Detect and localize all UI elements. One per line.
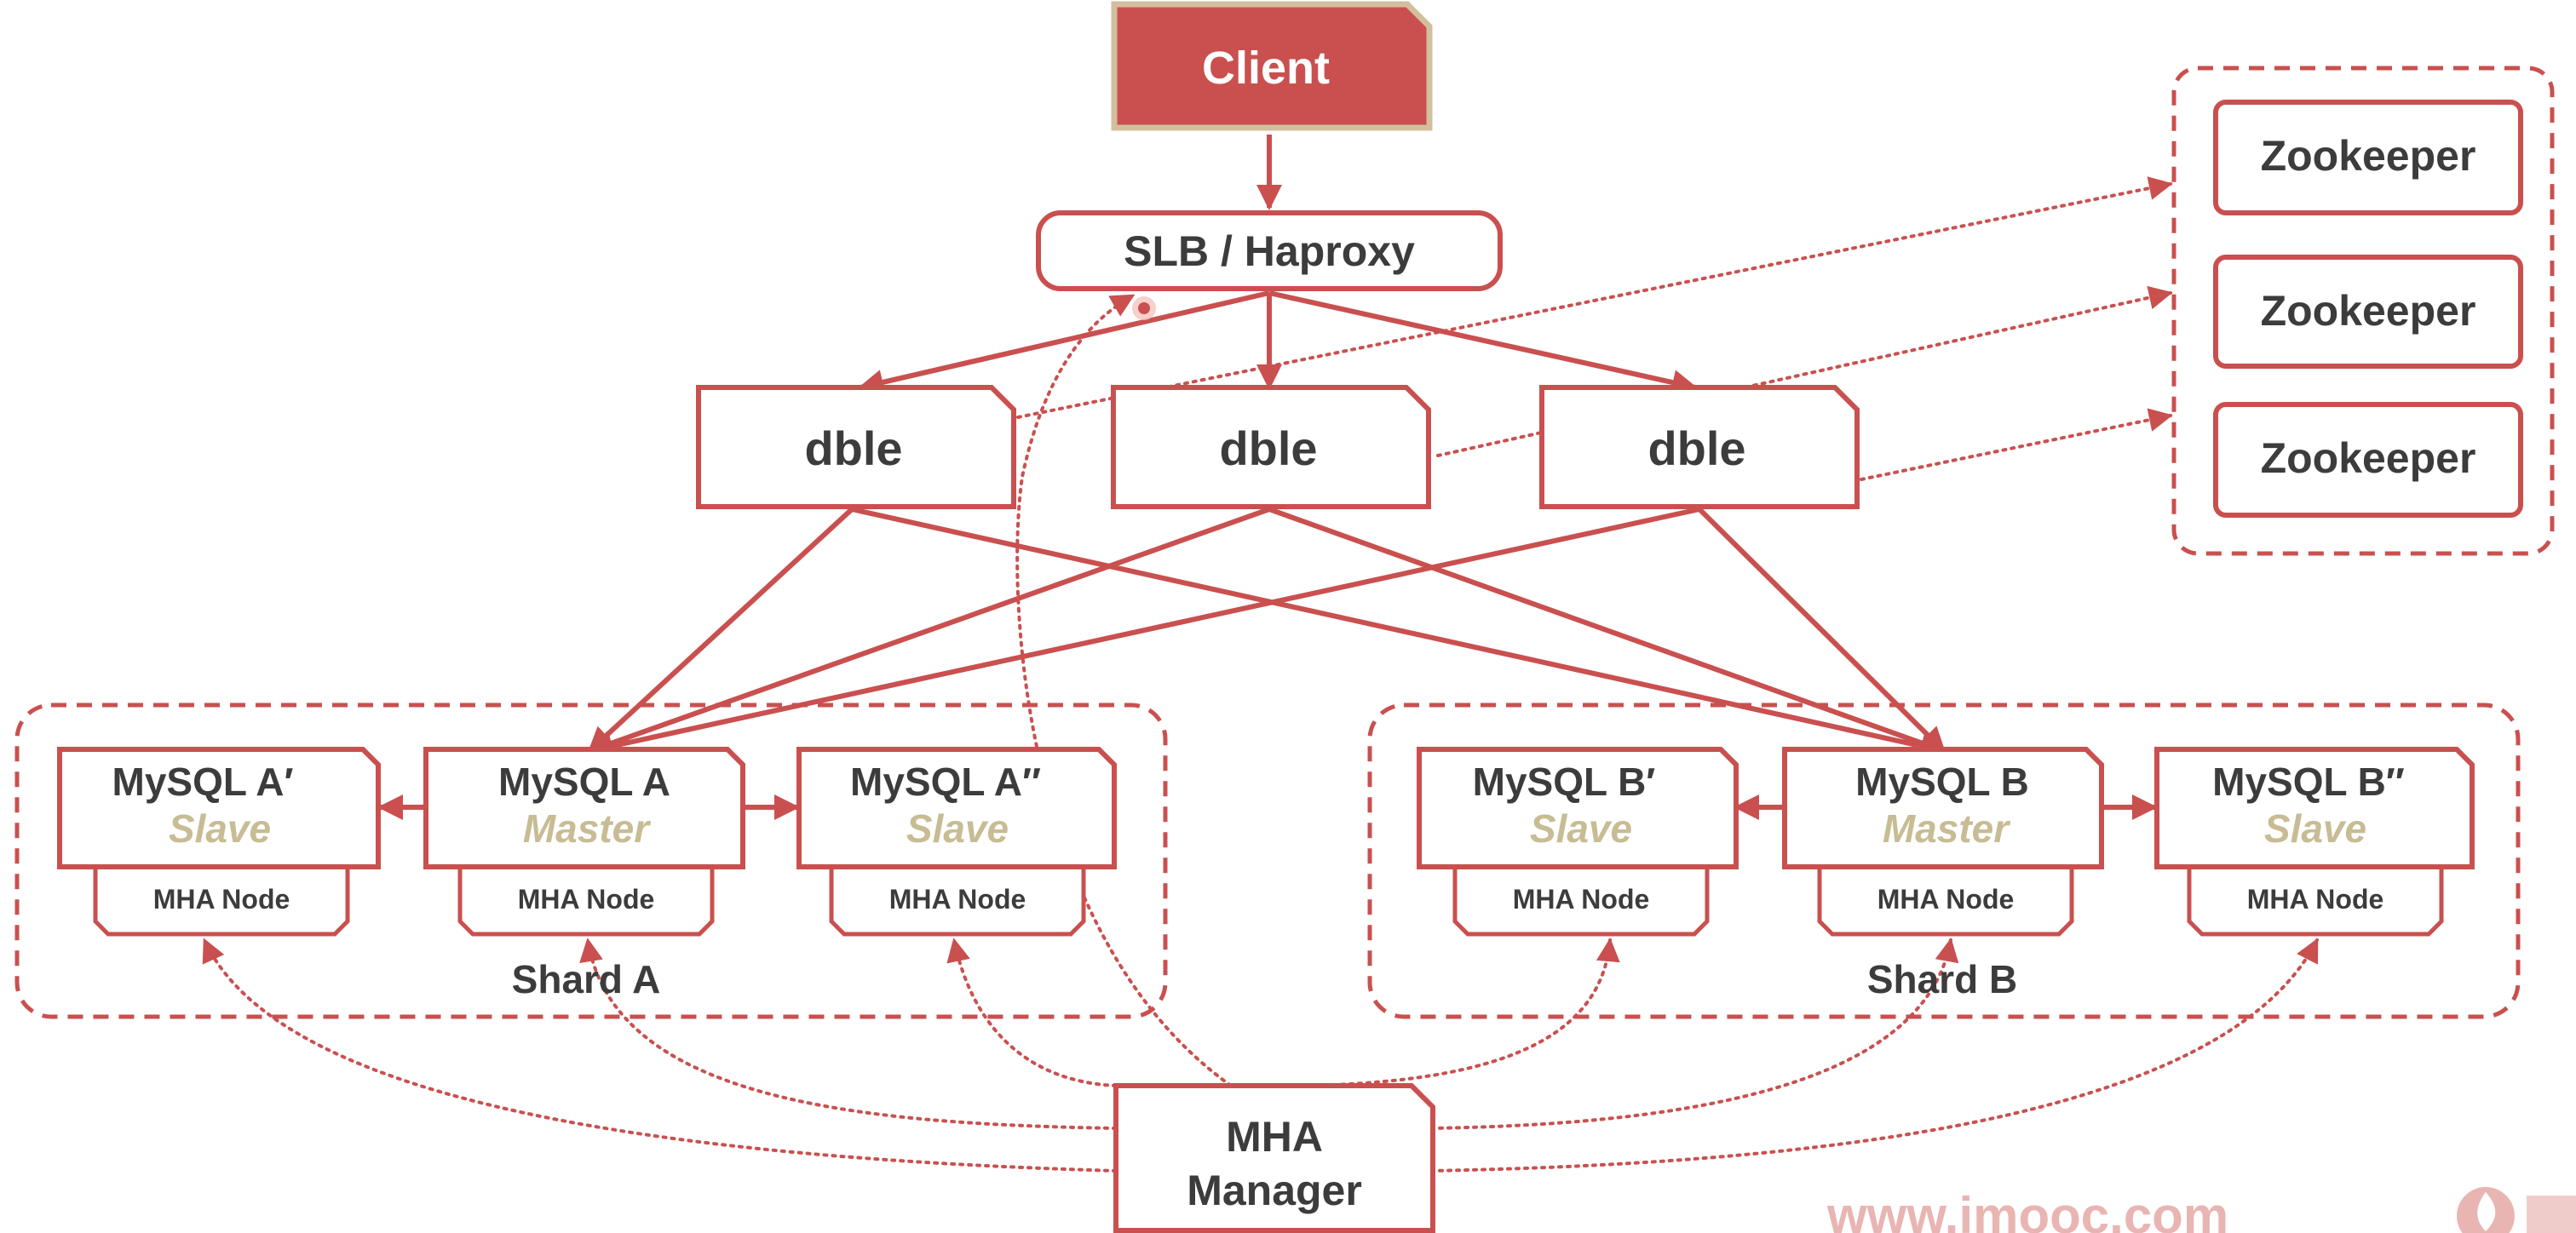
shard-label: Shard B (1867, 957, 2017, 1001)
mysql-slave-node: MHA Node MySQL B″ Slave (2154, 747, 2475, 937)
mha-manager-label-line2: Manager (1187, 1167, 1362, 1214)
mysql-slave-node: MHA Node MySQL A″ Slave (796, 747, 1117, 937)
mysql-node-name: MySQL A (498, 760, 670, 804)
mysql-node-role: Slave (906, 806, 1009, 851)
client-node: Client (1111, 1, 1433, 131)
mha-node-label: MHA Node (2247, 884, 2384, 915)
watermark-logo-icon (2457, 1187, 2576, 1233)
mha-node-label: MHA Node (1513, 884, 1650, 915)
mysql-node-role: Slave (1530, 806, 1632, 851)
zookeeper-label: Zookeeper (2261, 132, 2476, 180)
mysql-node-role: Slave (2264, 806, 2366, 851)
shard-a-group: MHA Node MySQL A′ Slave MHA Node MySQL A… (14, 703, 1168, 1019)
mysql-node-name: MySQL B′ (1473, 760, 1656, 804)
mysql-node-name: MySQL B″ (2212, 760, 2405, 804)
mysql-node-name: MySQL B (1855, 760, 2029, 804)
mha-manager-label-line1: MHA (1226, 1113, 1323, 1161)
zookeeper-node: Zookeeper (2213, 255, 2523, 369)
shard-label: Shard A (512, 957, 661, 1001)
lb-to-dble-1-arrow (858, 290, 1270, 395)
mysql-node-role: Slave (169, 806, 271, 851)
dble-to-zookeeper-links (1016, 176, 2173, 481)
client-label: Client (1202, 43, 1330, 94)
zookeeper-node: Zookeeper (2213, 402, 2523, 518)
dble-node: dble (1111, 385, 1431, 509)
load-balancer-label: SLB / Haproxy (1124, 227, 1415, 275)
mysql-node-name: MySQL A′ (112, 760, 294, 804)
dble-node: dble (696, 385, 1016, 509)
mha-manager-links (202, 294, 2319, 1173)
dble-to-master-links (587, 507, 1946, 759)
zookeeper-label: Zookeeper (2261, 434, 2476, 482)
mysql-slave-node: MHA Node MySQL A′ Slave (57, 747, 381, 937)
mysql-master-node: MHA Node MySQL A Master (423, 747, 745, 937)
dble-label: dble (1219, 422, 1317, 475)
lb-to-dble-3-arrow (1268, 290, 1698, 395)
shard-b-group: MHA Node MySQL B′ Slave MHA Node MySQL B… (1367, 703, 2521, 1019)
dble-label: dble (1647, 422, 1745, 475)
mysql-node-role: Master (523, 806, 651, 851)
mha-node-label: MHA Node (153, 884, 290, 915)
mha-node-label: MHA Node (889, 884, 1026, 915)
mha-node-label: MHA Node (518, 884, 655, 915)
mysql-slave-node: MHA Node MySQL B′ Slave (1417, 747, 1739, 937)
mha-node-label: MHA Node (1877, 884, 2015, 915)
mysql-master-node: MHA Node MySQL B Master (1782, 747, 2104, 937)
dble-label: dble (804, 422, 902, 475)
zookeeper-cluster-boundary (2171, 66, 2555, 556)
dble-node: dble (1539, 385, 1860, 509)
load-balancer-node: SLB / Haproxy (1036, 210, 1503, 291)
mysql-node-name: MySQL A″ (850, 760, 1041, 804)
mysql-node-role: Master (1883, 806, 2010, 851)
zookeeper-label: Zookeeper (2261, 287, 2476, 335)
mha-manager-node: MHA Manager (1113, 1083, 1435, 1233)
watermark-text: www.imooc.com (1826, 1187, 2228, 1233)
zookeeper-node: Zookeeper (2213, 100, 2523, 215)
